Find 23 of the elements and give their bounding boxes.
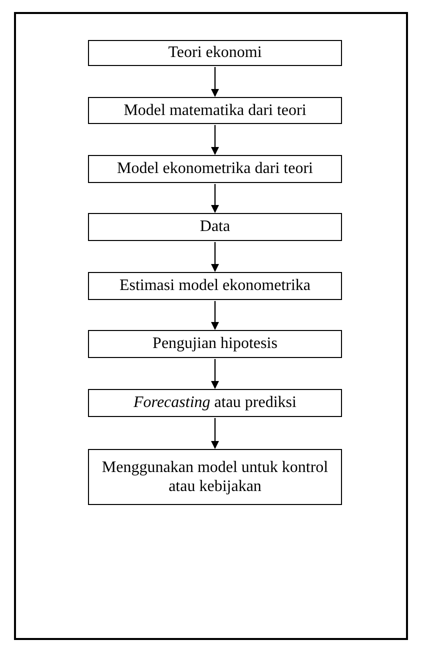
box-label: Forecasting atau prediksi (134, 393, 296, 413)
box-label: Estimasi model ekonometrika (119, 276, 311, 296)
process-box (88, 449, 342, 505)
process-box (88, 330, 342, 358)
box-label: Model matematika dari teori (124, 100, 306, 120)
process-box (88, 155, 342, 183)
process-box (88, 40, 342, 66)
box-label: Pengujian hipotesis (152, 334, 278, 354)
process-box (88, 272, 342, 300)
box-label: Menggunakan model untuk kontrol atau kebijakan (100, 458, 330, 496)
process-box (88, 97, 342, 124)
arrow (211, 242, 219, 272)
arrow (211, 184, 219, 213)
arrow (211, 418, 219, 449)
box-label: Teori ekonomi (168, 43, 262, 63)
process-box (88, 213, 342, 241)
arrow (211, 67, 219, 97)
process-box (88, 389, 342, 417)
box-label: Model ekonometrika dari teori (117, 159, 313, 179)
arrow (211, 359, 219, 389)
arrow (211, 301, 219, 330)
arrow (211, 125, 219, 155)
box-label: Data (200, 217, 230, 237)
